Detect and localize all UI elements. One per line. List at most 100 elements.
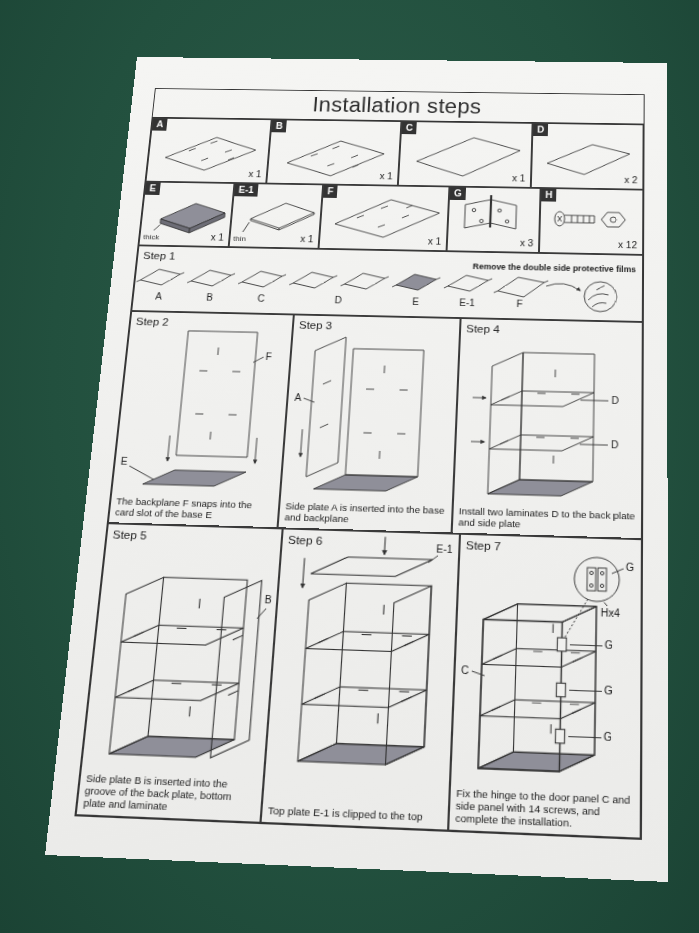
side-plate [478,603,517,770]
step1-plates [396,274,437,290]
leader-line [604,602,607,606]
part-f-plate [334,199,440,238]
part-letter: H [541,189,556,202]
screw-and-nut [565,215,595,223]
part-f-plate [356,205,412,228]
step6-figure [384,537,386,555]
step1-plates [191,270,232,286]
hinge-part [480,219,484,222]
part-letter: F [323,185,338,198]
step-caption: Side plate A is inserted into the base a… [284,501,446,528]
laminate-shelf [302,630,429,709]
part-callout: F [516,299,522,310]
step-panel: Step 2The backplane F snaps into the car… [108,311,294,528]
part-callout: G [604,684,613,697]
part-d-plate [547,144,630,175]
sheet-frame: Installation steps Ax 1Bx 1Cx 1Dx 2Ethic… [76,89,644,839]
step-caption: Install two laminates D to the back plat… [458,506,636,533]
quantity: x 1 [210,232,224,243]
leader-line [580,400,608,402]
hinge-zoom [565,598,588,638]
leader-line [253,357,263,363]
step1-plates [136,269,549,298]
step1-plates [448,275,489,292]
step-panel: Step 7Fix the hinge to the door panel C … [448,534,642,839]
step-panel: Step 6Top plate E-1 is clipped to the to… [260,528,460,830]
part-b-plate [286,140,385,176]
peel-film-detail [546,283,580,290]
thickness-note: thin [233,234,246,243]
step-number: Step 1 [143,249,177,262]
hinge-part [505,220,509,223]
part-letter: C [402,122,417,134]
part-callout: D [334,295,342,306]
side-plate [488,352,523,495]
step6-figure [290,534,433,766]
step1-plates [498,277,545,297]
part-e1-plate [250,212,315,231]
step2-figure [255,438,257,464]
hinge-zoom [565,557,620,640]
part-callout: D [611,439,619,451]
title-band: Installation steps [153,89,644,124]
hinge-part [464,199,491,228]
part-b-plate [286,140,385,176]
quantity: x 3 [520,238,534,249]
screw-and-nut [558,216,562,221]
hinge-zoom [590,584,593,587]
step4-figure [473,397,486,398]
door-panel [478,619,562,771]
part-letter: E-1 [234,184,258,197]
step-panel: Step 1Remove the double side protective … [131,245,643,322]
laminate-shelf [489,390,594,451]
back-plate [148,577,247,739]
screw-and-nut [555,211,565,226]
part-cell: E-1thinx 1 [229,183,323,249]
part-e-plate [153,203,225,234]
drawing [85,133,630,774]
part-f-plate [334,199,440,238]
hinge-zoom [600,584,603,587]
part-cell: Gx 3 [447,187,541,253]
step1-plates [293,272,334,288]
part-cell: Hx 12 [539,188,643,255]
part-letter: G [450,187,466,200]
part-callout: B [206,292,214,303]
step2-figure [143,330,266,487]
hinge-part [464,195,516,229]
leader-line [472,671,485,676]
leader-line [569,690,602,691]
quantity: x 1 [428,236,442,247]
peel-film-detail [546,281,617,312]
part-d-plate [547,144,630,175]
leader-line [580,444,608,446]
top-plate [311,556,433,578]
step1-plates [136,272,548,294]
hinge-part [490,200,517,229]
part-e-plate [189,212,225,233]
step7-figure [556,683,565,697]
hinge-part [472,208,476,211]
part-e-plate [159,219,190,233]
hinge-part [490,195,491,227]
quantity: x 1 [248,169,262,180]
part-callout: Hx4 [601,607,620,620]
step-caption: Fix the hinge to the door panel C and si… [455,788,634,833]
screw-and-nut [601,212,625,227]
step1-plates [344,273,385,289]
part-callout: C [257,293,265,304]
part-a-plate [164,137,257,171]
page-title: Installation steps [312,93,482,118]
hinge-zoom [590,571,593,574]
hinge-zoom [600,572,603,575]
part-callout: E [412,297,419,308]
step1-plates [140,269,181,285]
hinge-zoom [598,568,607,591]
thickness-note: thick [143,232,160,241]
part-cell: Ax 1 [146,118,272,184]
peel-film-detail [588,285,608,307]
part-callout: F [265,351,272,362]
part-e-plate [154,225,160,231]
step7-figure [557,638,566,652]
back-plate [336,583,431,747]
